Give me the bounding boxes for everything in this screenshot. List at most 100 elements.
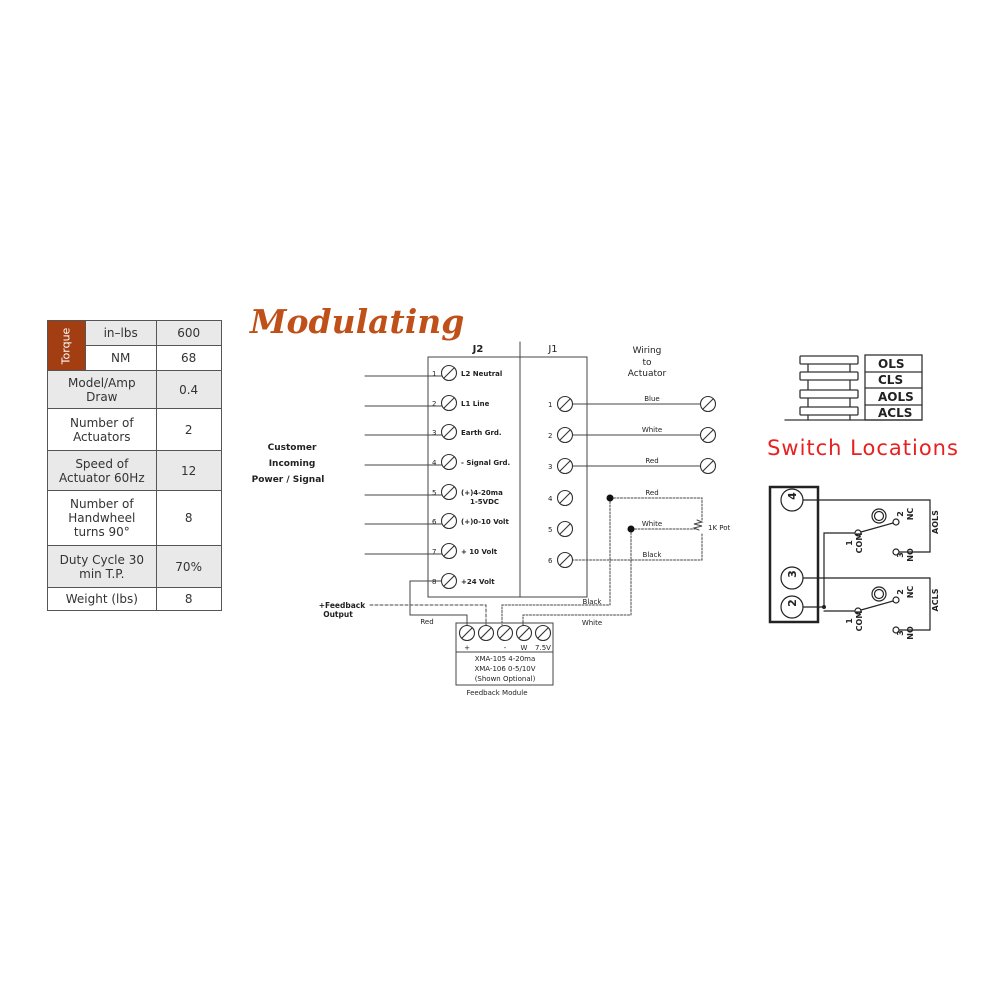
switch-locations-title: Switch Locations: [767, 436, 959, 460]
module-text: XMA-106 0-5/10V: [474, 665, 535, 673]
switch-label: ACLS: [878, 406, 912, 420]
j2-terminal-number: 4: [432, 459, 437, 467]
switch-pin-label: NC: [906, 508, 915, 521]
torque-header: Torque: [47, 320, 86, 371]
j2-terminal-number: 6: [432, 518, 437, 526]
j2-terminal-number: 3: [432, 429, 436, 437]
module-term-label: -: [504, 644, 507, 652]
switch-label: CLS: [878, 373, 903, 387]
cell-value: 8: [155, 587, 222, 611]
screw-terminal-icon: [699, 457, 717, 475]
customer-label: Incoming: [269, 459, 316, 469]
module-term-label: 7.5V: [535, 644, 551, 652]
j2-terminal-label: +24 Volt: [461, 578, 495, 586]
j2-terminal-label: - Signal Grd.: [461, 459, 510, 467]
switch-pin-label: 3: [896, 630, 905, 636]
customer-label: Customer: [268, 443, 317, 453]
wire-color-label: White: [642, 426, 662, 434]
screw-terminal-icon: [515, 624, 533, 642]
screw-terminal-icon: [440, 572, 458, 590]
switch-pin-label: 1: [845, 540, 854, 546]
junction-dot: [627, 525, 635, 533]
screw-terminal-icon: [699, 426, 717, 444]
j2-terminal-label: (+)4-20ma: [461, 489, 503, 497]
screw-terminal-icon: [556, 489, 574, 507]
screw-terminal-icon: [440, 483, 458, 501]
j2-terminal-label: L2 Neutral: [461, 370, 502, 378]
wire-color-label: Red: [645, 457, 658, 465]
wiring-label: Wiring: [633, 346, 662, 356]
j1-label: J1: [547, 344, 557, 355]
wire-color-label: Black: [643, 551, 663, 559]
wire-label: White: [582, 619, 602, 627]
screw-terminal-icon: [556, 426, 574, 444]
j1-terminal-number: 4: [548, 495, 553, 503]
screw-terminal-icon: [699, 395, 717, 413]
customer-label: Power / Signal: [252, 475, 325, 485]
switch-pin-label: ACLS: [931, 588, 940, 611]
cell-label: Speed of Actuator 60Hz: [47, 450, 157, 491]
cell-value: 12: [155, 450, 222, 491]
j2-terminal-label: L1 Line: [461, 400, 490, 408]
screw-terminal-icon: [556, 520, 574, 538]
module-text: XMA-105 4-20ma: [475, 655, 536, 663]
feedback-output-label: +Feedback: [319, 601, 367, 610]
wire-color-label: Red: [645, 489, 658, 497]
junction-dot: [606, 494, 614, 502]
switch-pin-label: NO: [906, 548, 915, 562]
j2-terminal-label: Earth Grd.: [461, 429, 502, 437]
module-term-label: W: [521, 644, 528, 652]
module-term-label: +: [464, 644, 470, 652]
screw-terminal-icon: [534, 624, 552, 642]
switch-pin-label: 1: [845, 618, 854, 624]
switch-pin-label: AOLS: [931, 510, 940, 534]
wire-label: Black: [583, 598, 603, 606]
switch-pin-label: NC: [906, 586, 915, 599]
cell-label: Number of Actuators: [47, 408, 157, 451]
j1-terminal-number: 2: [548, 432, 552, 440]
j2-terminal-label: + 10 Volt: [461, 548, 498, 556]
j2-terminal-number: 7: [432, 548, 436, 556]
feedback-module: [455, 622, 554, 686]
cell-value: 70%: [155, 545, 222, 588]
cell-value: 2: [155, 408, 222, 451]
cell-value: 600: [155, 320, 222, 346]
screw-terminal-icon: [440, 512, 458, 530]
junction-dot: [822, 605, 826, 609]
switch-label: AOLS: [878, 390, 914, 404]
wire-label: Red: [420, 618, 433, 626]
wiring-label: to: [642, 358, 652, 368]
switch-terminal: 2: [786, 599, 799, 607]
potentiometer-icon: [692, 519, 704, 531]
switch-pin-label: NO: [906, 626, 915, 640]
screw-terminal-icon: [556, 457, 574, 475]
cell-label: Duty Cycle 30 min T.P.: [47, 545, 157, 588]
screw-terminal-icon: [440, 364, 458, 382]
screw-terminal-icon: [477, 624, 495, 642]
j2-terminal-label: (+)0-10 Volt: [461, 518, 509, 526]
module-label: Feedback Module: [466, 689, 527, 697]
switch-pin-label: 2: [896, 511, 905, 517]
screw-terminal-icon: [440, 453, 458, 471]
wiring-diagram: [364, 341, 704, 686]
pot-label: 1K Pot: [708, 524, 731, 532]
cell-label: Model/Amp Draw: [47, 370, 157, 409]
j2-terminal-number: 5: [432, 489, 436, 497]
screw-terminal-icon: [440, 542, 458, 560]
j1-terminal-number: 5: [548, 526, 552, 534]
screw-terminal-icon: [556, 395, 574, 413]
wiring-label: Actuator: [628, 369, 667, 379]
switch-terminal: 3: [786, 570, 799, 578]
switch-label: OLS: [878, 357, 905, 371]
wire-color-label: White: [642, 520, 662, 528]
j2-terminal-number: 8: [432, 578, 436, 586]
switch-pin-label: 3: [896, 552, 905, 558]
cell-value: 0.4: [155, 370, 222, 409]
j1-terminal-number: 6: [548, 557, 553, 565]
j2-label: J2: [472, 344, 484, 355]
j2-terminal-number: 2: [432, 400, 436, 408]
wire-color-label: Blue: [644, 395, 660, 403]
feedback-output-label: Output: [323, 610, 353, 619]
